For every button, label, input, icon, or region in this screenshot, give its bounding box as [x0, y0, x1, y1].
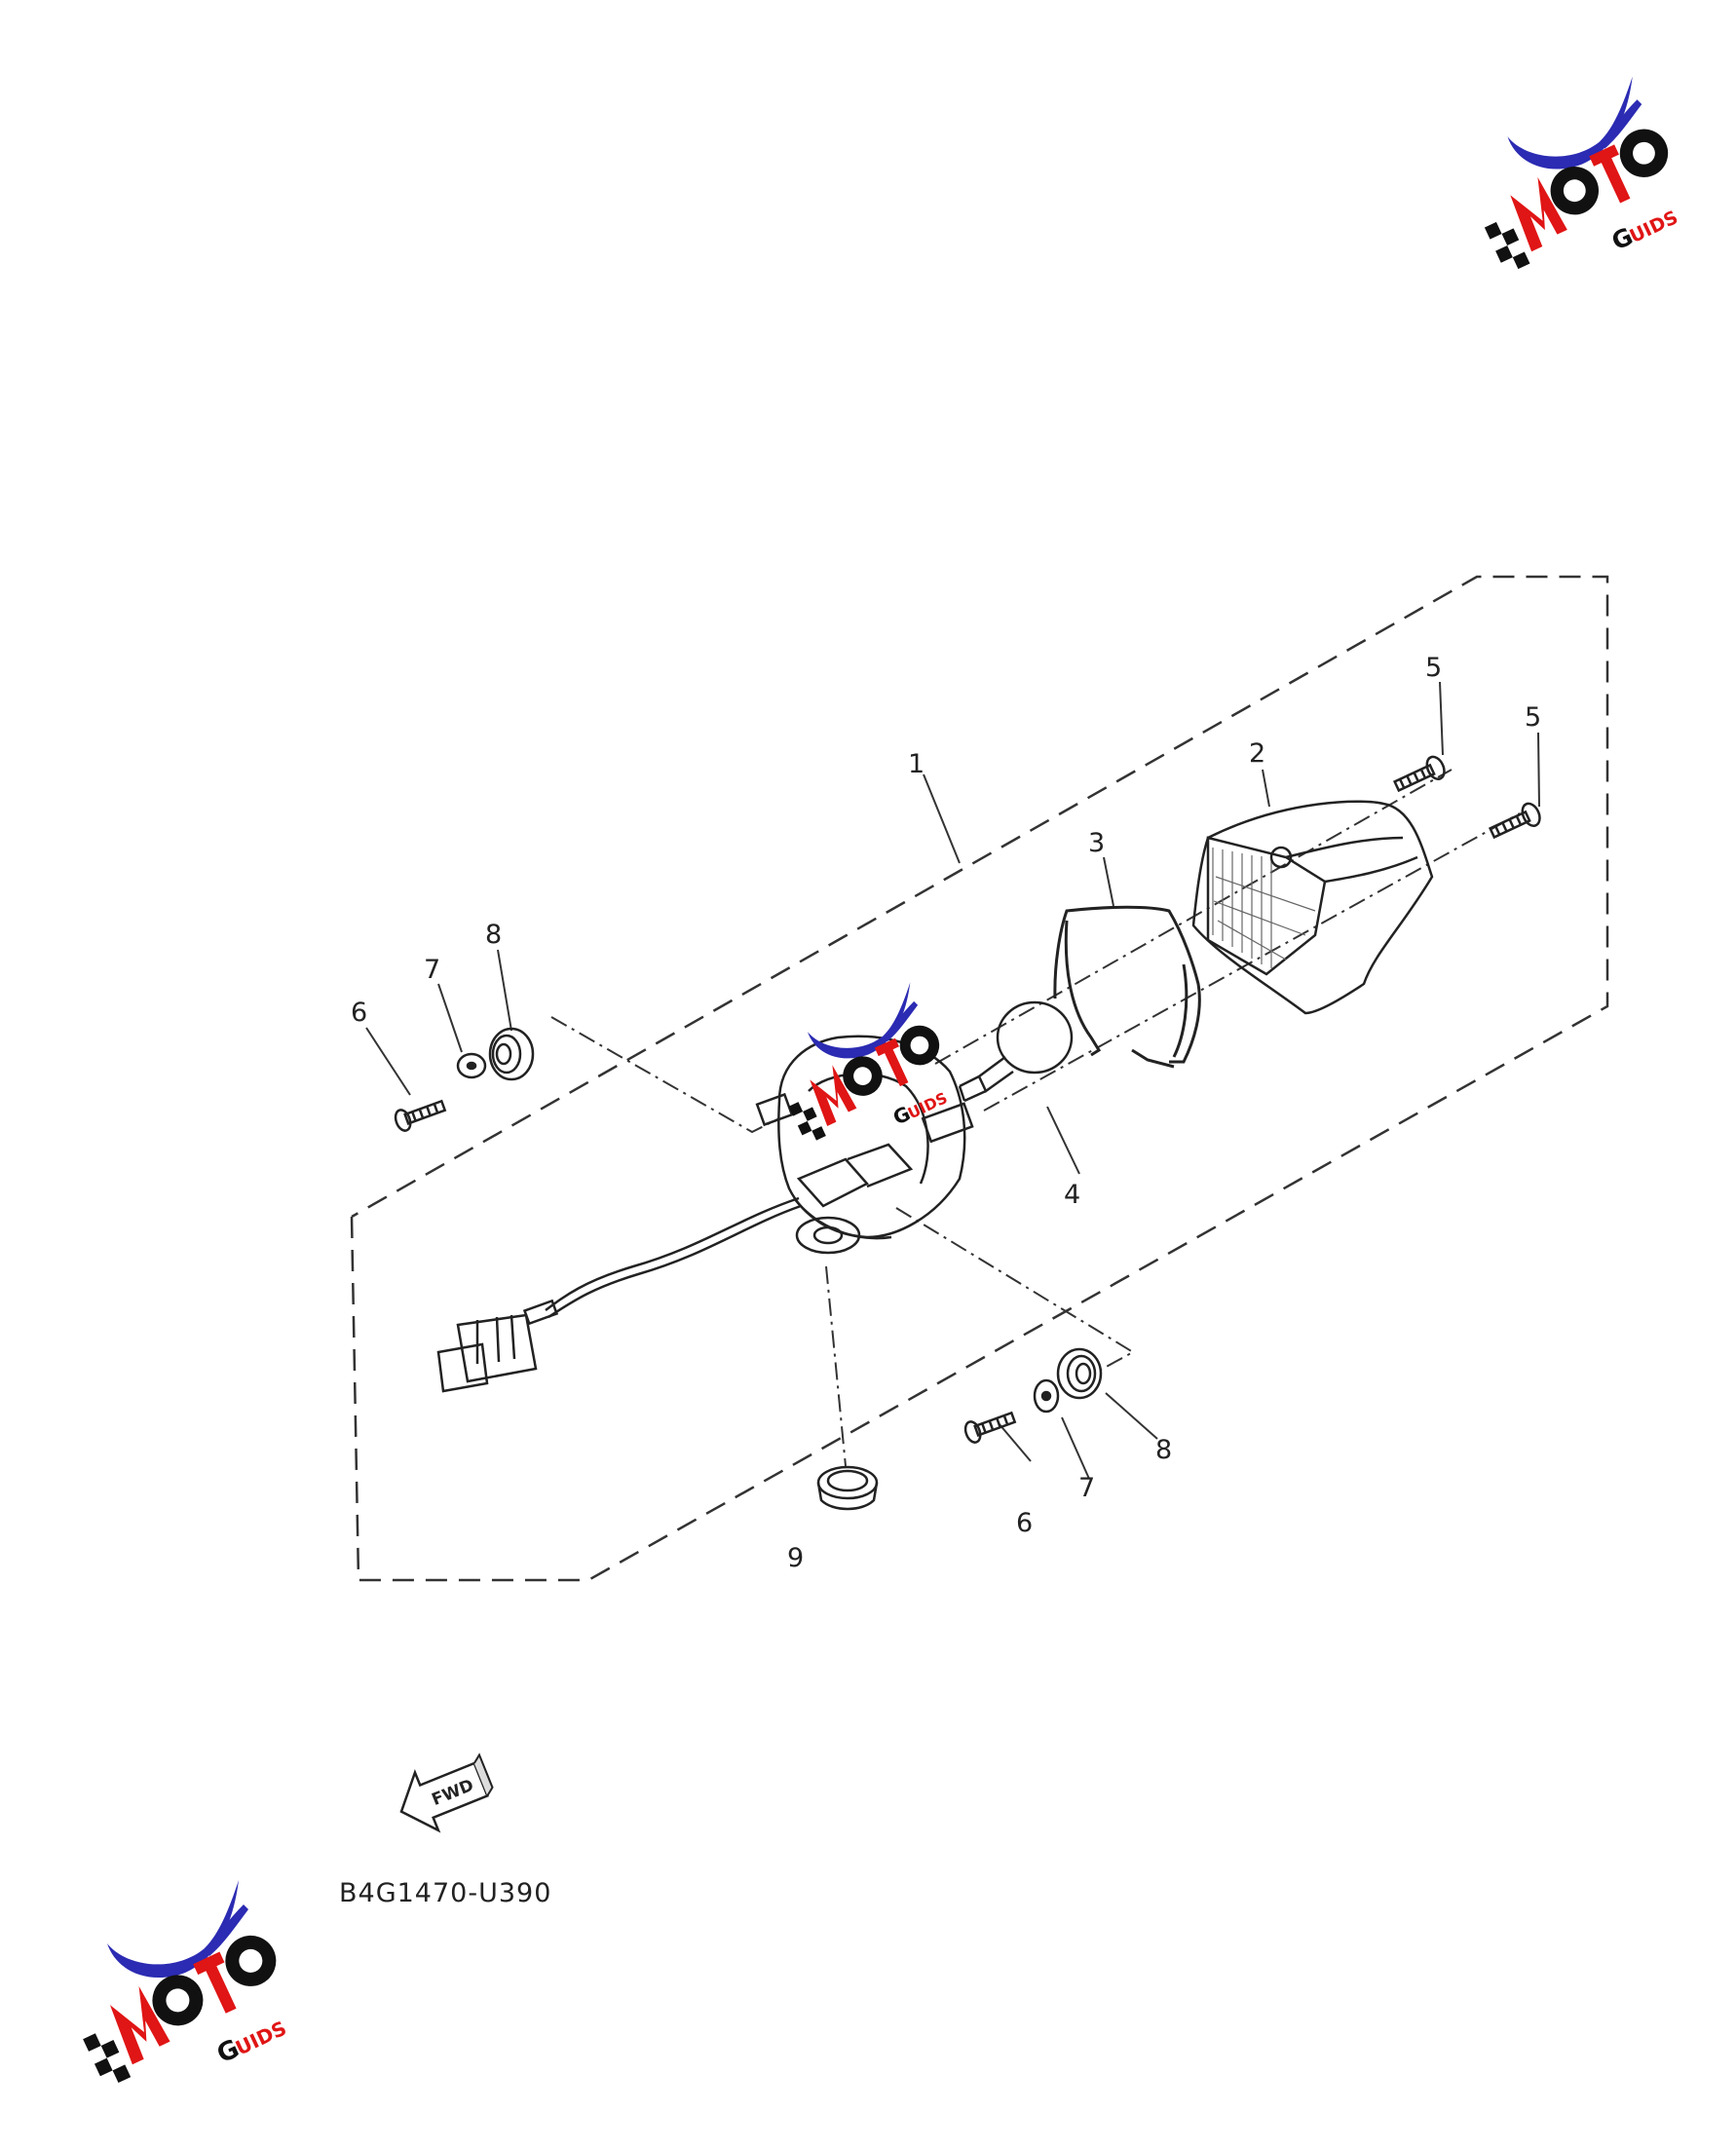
- diagram-code: B4G1470-U390: [339, 1878, 551, 1908]
- brand-logo-center: G UIDS: [780, 982, 956, 1146]
- callout-5a: 5: [1425, 653, 1442, 683]
- screw-part: [1392, 755, 1541, 840]
- callout-5b: 5: [1525, 702, 1541, 733]
- callout-6a: 6: [351, 998, 367, 1028]
- fwd-arrow-icon: FWD: [399, 1753, 494, 1833]
- grommet-set-right: [963, 1347, 1103, 1444]
- callout-1: 1: [908, 749, 925, 779]
- callout-8b: 8: [1155, 1435, 1172, 1465]
- gasket-part: [1053, 905, 1201, 1069]
- lens-part: [1191, 800, 1434, 1015]
- brand-logo-bottom: G UIDS: [72, 1880, 297, 2089]
- brand-logo-top: G UIDS: [1474, 76, 1688, 275]
- brand-suffix: UIDS: [232, 2017, 290, 2060]
- grommet-part-9: [816, 1465, 879, 1511]
- grommet-set-left: [394, 1027, 535, 1132]
- wire-harness: [436, 1196, 802, 1393]
- callout-9: 9: [787, 1543, 804, 1573]
- callout-6b: 6: [1016, 1508, 1033, 1538]
- callout-3: 3: [1088, 828, 1105, 858]
- callout-4: 4: [1064, 1180, 1080, 1210]
- brand-suffix: UIDS: [1627, 207, 1681, 247]
- bulb-part: [958, 1000, 1074, 1103]
- callout-7b: 7: [1078, 1473, 1095, 1503]
- housing-part: [755, 1035, 974, 1255]
- callout-7a: 7: [424, 955, 440, 985]
- callout-2: 2: [1249, 738, 1265, 769]
- callout-8a: 8: [485, 920, 502, 950]
